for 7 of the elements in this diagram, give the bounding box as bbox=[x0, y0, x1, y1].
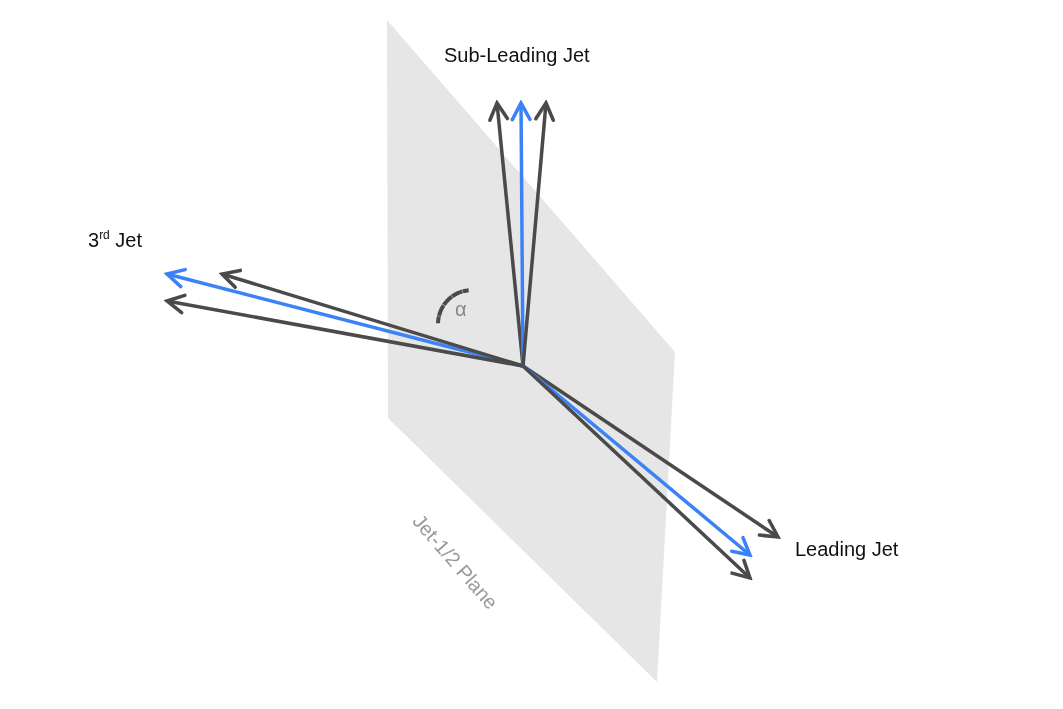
jet-arrow bbox=[521, 101, 556, 367]
jet-arrow bbox=[510, 101, 532, 366]
jet-label: Sub-Leading Jet bbox=[444, 44, 591, 67]
jet-label: 3$^{rd}$ Jet bbox=[88, 228, 144, 252]
jet-label: Leading Jet bbox=[795, 538, 900, 561]
angle-label: α bbox=[455, 298, 467, 321]
jet-arrow bbox=[165, 293, 524, 368]
